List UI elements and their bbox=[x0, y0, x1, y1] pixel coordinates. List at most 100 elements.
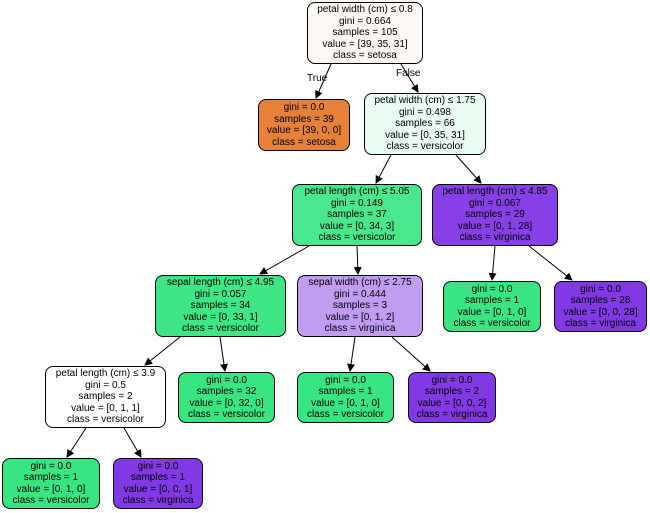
node-line: samples = 1 bbox=[318, 386, 373, 397]
tree-edge bbox=[391, 336, 431, 372]
node-line: petal length (cm) ≤ 4.85 bbox=[442, 186, 548, 198]
tree-edge bbox=[400, 63, 419, 93]
node-line: class = versicolor bbox=[318, 232, 396, 244]
edge-label-true: True bbox=[307, 73, 328, 84]
node-line: petal length (cm) ≤ 3.9 bbox=[55, 368, 156, 380]
node-line: samples = 1 bbox=[130, 472, 186, 483]
node-line: gini = 0.057 bbox=[194, 288, 247, 300]
tree-edge bbox=[315, 63, 332, 99]
node-line: value = [0, 34, 3] bbox=[319, 220, 395, 232]
tree-edge bbox=[144, 336, 181, 366]
node-line: petal width (cm) ≤ 1.75 bbox=[374, 95, 476, 107]
node-line: gini = 0.0 bbox=[325, 374, 366, 386]
node-line: class = virginica bbox=[459, 232, 531, 244]
node-line: gini = 0.149 bbox=[331, 197, 383, 209]
node-line: gini = 0.067 bbox=[469, 197, 521, 209]
node-line: class = setosa bbox=[333, 50, 397, 62]
node-line: value = [0, 35, 31] bbox=[385, 129, 465, 141]
node-line: samples = 32 bbox=[196, 386, 257, 397]
node-line: class = virginica bbox=[565, 318, 636, 329]
node-line: gini = 0.498 bbox=[399, 106, 451, 118]
node-line: value = [0, 1, 0] bbox=[457, 306, 527, 318]
tree-edge bbox=[353, 245, 362, 275]
node-line: gini = 0.664 bbox=[339, 15, 391, 27]
node-line: class = versicolor bbox=[453, 318, 531, 329]
node-line: samples = 37 bbox=[327, 209, 387, 221]
node-line: gini = 0.0 bbox=[580, 283, 621, 295]
node-line: class = setosa bbox=[272, 136, 336, 148]
node-line: class = virginica bbox=[324, 323, 396, 335]
node-line: value = [0, 1, 1] bbox=[71, 402, 140, 414]
node-line: gini = 0.0 bbox=[206, 374, 247, 386]
tree-edge bbox=[455, 154, 482, 184]
edge-label-false: False bbox=[396, 68, 421, 79]
node-line: samples = 1 bbox=[464, 295, 520, 306]
node-line: value = [0, 1, 28] bbox=[457, 220, 533, 232]
node-line: samples = 105 bbox=[332, 27, 398, 39]
node-line: gini = 0.0 bbox=[431, 374, 473, 386]
node-line: sepal length (cm) ≤ 4.95 bbox=[166, 277, 275, 289]
node-line: value = [39, 35, 31] bbox=[322, 38, 408, 50]
node-line: gini = 0.0 bbox=[137, 460, 179, 472]
node-line: samples = 29 bbox=[465, 209, 525, 221]
tree-edge bbox=[347, 336, 356, 372]
node-line: gini = 0.5 bbox=[85, 379, 126, 391]
node-line: gini = 0.444 bbox=[334, 288, 386, 300]
node-line: gini = 0.0 bbox=[283, 102, 325, 113]
tree-edge bbox=[375, 154, 392, 184]
node-line: class = versicolor bbox=[12, 495, 90, 506]
node-line: value = [0, 32, 0] bbox=[189, 397, 264, 409]
node-line: class = virginica bbox=[416, 409, 488, 420]
tree-edge bbox=[488, 245, 497, 281]
tree-edge bbox=[259, 245, 310, 275]
node-line: class = virginica bbox=[122, 495, 194, 506]
node-line: value = [0, 33, 1] bbox=[183, 311, 258, 323]
node-line: petal length (cm) ≤ 5.05 bbox=[304, 186, 410, 198]
node-line: samples = 34 bbox=[190, 300, 251, 312]
tree-edge bbox=[219, 336, 228, 372]
node-line: value = [0, 1, 0] bbox=[311, 397, 380, 409]
node-line: samples = 2 bbox=[78, 391, 133, 403]
node-line: class = versicolor bbox=[182, 323, 259, 335]
tree-edge bbox=[66, 427, 87, 458]
node-line: sepal width (cm) ≤ 2.75 bbox=[308, 277, 412, 289]
node-line: class = versicolor bbox=[307, 409, 384, 420]
node-line: samples = 39 bbox=[274, 113, 334, 125]
node-line: value = [0, 0, 28] bbox=[563, 306, 638, 318]
node-line: value = [0, 0, 2] bbox=[417, 397, 487, 409]
node-line: value = [0, 0, 1] bbox=[123, 483, 193, 495]
node-line: value = [0, 1, 2] bbox=[325, 311, 395, 323]
node-line: class = versicolor bbox=[67, 414, 144, 426]
node-line: samples = 3 bbox=[332, 300, 388, 312]
tree-edge bbox=[528, 245, 573, 281]
node-line: petal width (cm) ≤ 0.8 bbox=[317, 4, 413, 16]
node-line: value = [39, 0, 0] bbox=[266, 125, 342, 136]
node-line: samples = 2 bbox=[424, 386, 480, 397]
node-line: samples = 28 bbox=[570, 295, 631, 306]
tree-edge bbox=[123, 427, 142, 458]
node-line: value = [0, 1, 0] bbox=[16, 483, 86, 495]
node-line: samples = 1 bbox=[23, 472, 79, 483]
node-line: class = versicolor bbox=[188, 409, 265, 420]
node-line: gini = 0.0 bbox=[30, 460, 72, 472]
node-line: class = versicolor bbox=[386, 141, 464, 153]
node-line: gini = 0.0 bbox=[471, 283, 513, 295]
node-line: samples = 66 bbox=[395, 118, 455, 130]
